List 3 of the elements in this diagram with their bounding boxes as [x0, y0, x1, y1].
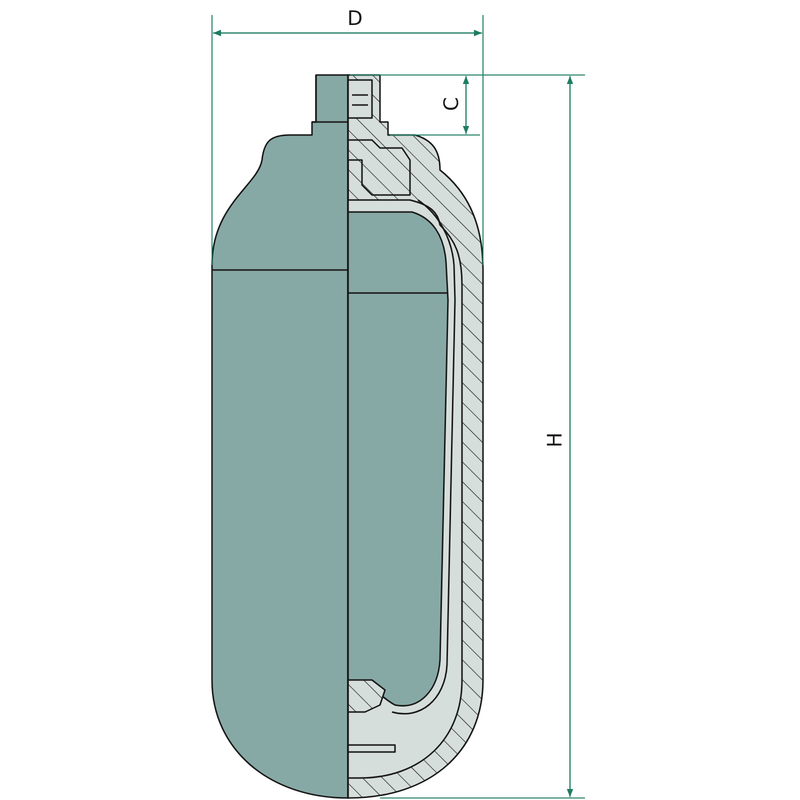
- dimension-label: C: [441, 97, 461, 111]
- dimension-label: D: [347, 8, 363, 28]
- dimension-label: H: [545, 432, 565, 448]
